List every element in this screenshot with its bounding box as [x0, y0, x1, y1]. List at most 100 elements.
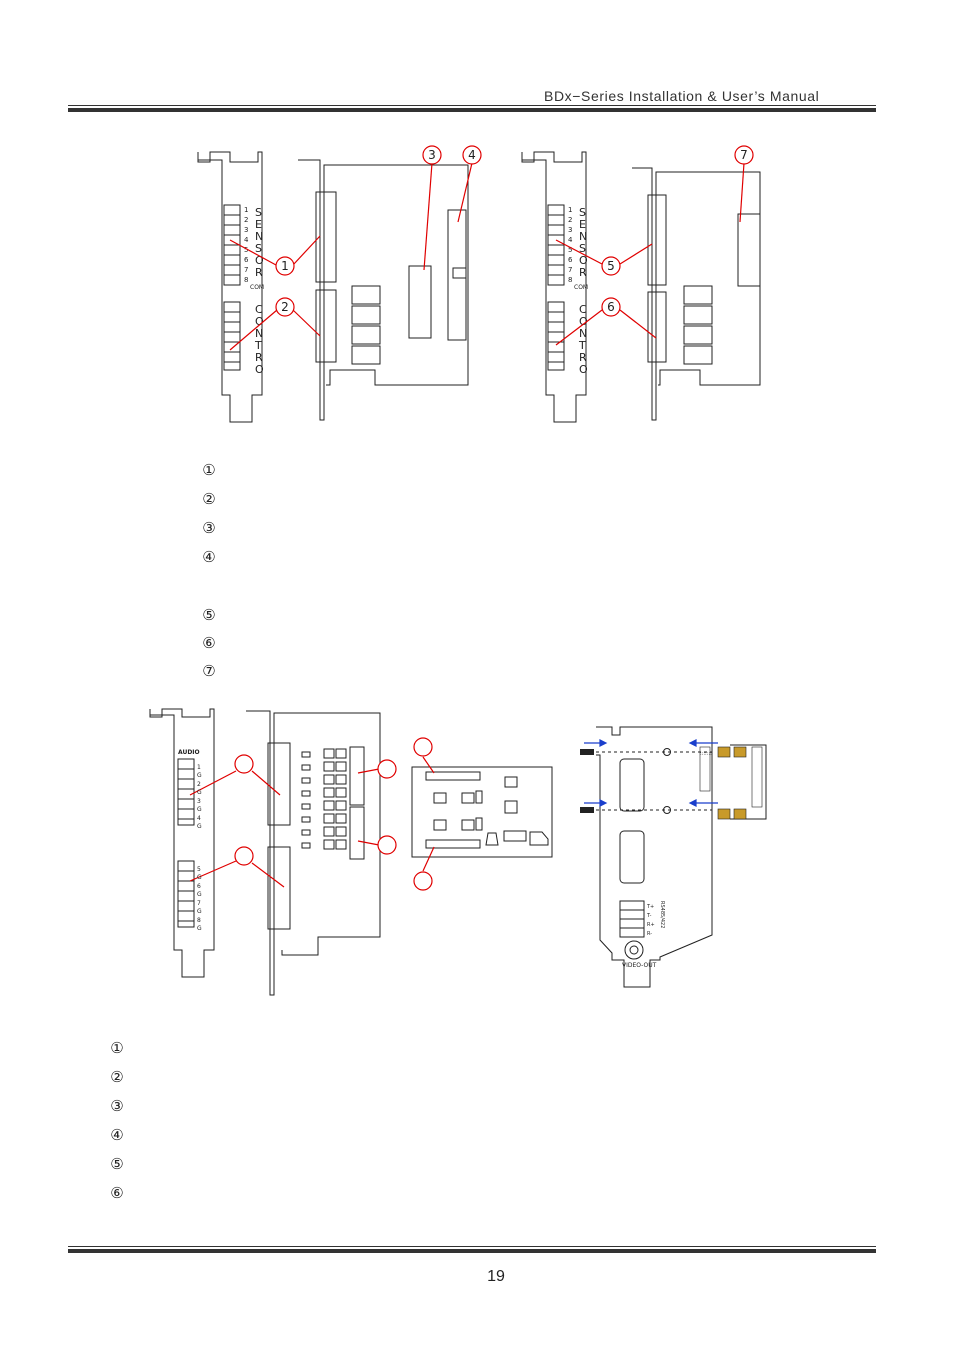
- svg-text:R: R: [579, 266, 587, 279]
- list2-marker-2: ②: [110, 1068, 124, 1086]
- svg-text:S: S: [579, 206, 586, 219]
- svg-text:4: 4: [244, 236, 249, 244]
- video-board-header-pins: [699, 746, 763, 808]
- svg-text:S: S: [579, 242, 586, 255]
- svg-text:N: N: [255, 230, 263, 243]
- list1-marker-7: ⑦: [202, 662, 216, 680]
- svg-text:5: 5: [568, 246, 572, 254]
- svg-text:G: G: [197, 772, 202, 779]
- svg-text:N: N: [579, 230, 587, 243]
- left-board-pcb: [298, 159, 469, 421]
- svg-text:O: O: [579, 254, 588, 267]
- list2-marker-5: ⑤: [110, 1155, 124, 1173]
- svg-text:1: 1: [568, 206, 572, 214]
- svg-text:R: R: [255, 351, 263, 364]
- svg-text:1: 1: [244, 206, 248, 214]
- svg-text:7: 7: [197, 900, 201, 907]
- video-out-connector: [624, 940, 644, 960]
- list2-marker-3: ③: [110, 1097, 124, 1115]
- svg-text:6: 6: [244, 256, 249, 264]
- svg-text:2: 2: [568, 216, 572, 224]
- figure2-audio-video-diagram: ::::::: AUDIO 1 G 2 G 3 G 4 G 5 G 6 G 7 …: [149, 708, 767, 996]
- list1-marker-3: ③: [202, 519, 216, 537]
- list2-marker-4: ④: [110, 1126, 124, 1144]
- video-out-label: VIDEO-OUT: [622, 962, 657, 969]
- right-board-bracket: [521, 151, 587, 423]
- svg-text:E: E: [255, 218, 262, 231]
- svg-text:T+: T+: [646, 904, 654, 910]
- svg-text:G: G: [197, 806, 202, 813]
- rs485-label: RS485/422: [659, 901, 665, 928]
- list1-marker-6: ⑥: [202, 634, 216, 652]
- callout-2-left: 2: [281, 300, 289, 314]
- list1-marker-4: ④: [202, 548, 216, 566]
- header-rule: [68, 108, 876, 112]
- header-rule-thin: [68, 105, 876, 106]
- callout-4-left: 4: [468, 148, 476, 162]
- figure1-board-diagram: 123 456 78 SEN SOR CON TRO COM 3 4 1 2: [197, 145, 761, 423]
- svg-text:N: N: [255, 327, 263, 340]
- svg-text:G: G: [197, 823, 202, 830]
- list2-marker-1: ①: [110, 1039, 124, 1057]
- svg-text:T: T: [578, 339, 586, 352]
- svg-text:O: O: [255, 315, 264, 328]
- footer-rule: [68, 1249, 876, 1253]
- svg-text:C: C: [579, 303, 587, 316]
- svg-text:7: 7: [568, 266, 572, 274]
- header-title: BDx−Series Installation & User’s Manual: [544, 88, 820, 104]
- svg-text:S: S: [255, 206, 262, 219]
- svg-text:8: 8: [197, 917, 201, 924]
- svg-text:G: G: [197, 874, 202, 881]
- audio-pcb-component-grid: [301, 748, 347, 850]
- audio-label: AUDIO: [178, 749, 200, 756]
- svg-text:T: T: [254, 339, 262, 352]
- list1-marker-5: ⑤: [202, 606, 216, 624]
- svg-text:1: 1: [197, 764, 201, 771]
- list2-marker-6: ⑥: [110, 1184, 124, 1202]
- callout-3-left: 3: [428, 148, 436, 162]
- svg-text:5: 5: [197, 866, 201, 873]
- callout-7-right: 7: [740, 148, 748, 162]
- svg-text:N: N: [579, 327, 587, 340]
- svg-text:R: R: [255, 266, 263, 279]
- svg-text:G: G: [197, 891, 202, 898]
- svg-text:C: C: [255, 303, 263, 316]
- svg-text:O: O: [579, 363, 588, 376]
- svg-text:R: R: [579, 351, 587, 364]
- svg-text:3: 3: [244, 226, 248, 234]
- svg-text:4: 4: [197, 815, 201, 822]
- page-number: 19: [487, 1268, 505, 1285]
- svg-text:S: S: [255, 242, 262, 255]
- dsub-port-top: [619, 758, 645, 812]
- svg-text:7: 7: [244, 266, 248, 274]
- svg-text:4: 4: [568, 236, 573, 244]
- svg-text:R-: R-: [647, 931, 652, 937]
- svg-text:G: G: [197, 789, 202, 796]
- svg-text:8: 8: [244, 276, 248, 284]
- callout-1-left: 1: [281, 259, 289, 273]
- svg-text:3: 3: [197, 798, 201, 805]
- svg-text:COM: COM: [574, 284, 588, 291]
- left-control-connector-cells: [224, 311, 240, 363]
- video-bracket: [596, 726, 713, 988]
- footer-rule-thin: [68, 1246, 876, 1247]
- callout-6-right: 6: [607, 300, 615, 314]
- svg-text::::::::: :::::::: [700, 751, 712, 757]
- svg-text:5: 5: [244, 246, 248, 254]
- left-sensor-connector-cells: [224, 214, 240, 276]
- svg-text:G: G: [197, 925, 202, 932]
- list1-marker-1: ①: [202, 461, 216, 479]
- svg-text:2: 2: [244, 216, 248, 224]
- audio-bracket: [149, 708, 215, 978]
- svg-text:G: G: [197, 908, 202, 915]
- svg-text:8: 8: [568, 276, 572, 284]
- svg-text:6: 6: [197, 883, 201, 890]
- svg-text:6: 6: [568, 256, 573, 264]
- svg-text:E: E: [579, 218, 586, 231]
- left-board-bracket: [197, 151, 263, 423]
- dsub-port-bottom: [619, 830, 645, 884]
- svg-text:COM: COM: [250, 284, 264, 291]
- audio-pcb: [246, 710, 381, 996]
- svg-text:T-: T-: [646, 913, 652, 919]
- svg-text:O: O: [255, 254, 264, 267]
